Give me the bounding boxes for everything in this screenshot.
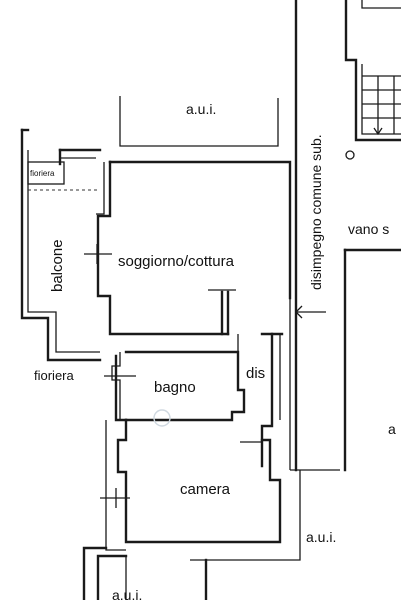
label-bagno: bagno xyxy=(154,379,196,396)
outer-walls xyxy=(20,128,102,362)
watermark-circle xyxy=(153,409,171,427)
fioriera-top-box xyxy=(27,161,100,191)
camera-walls xyxy=(100,418,282,551)
label-fioriera-top: fioriera xyxy=(30,169,55,178)
label-soggiorno: soggiorno/cottura xyxy=(118,253,235,270)
label-disimpegno: disimpegno comune sub. xyxy=(308,134,324,290)
label-balcone: balcone xyxy=(49,239,66,292)
stair-block xyxy=(343,0,401,252)
soggiorno-walls xyxy=(84,160,292,336)
label-a-right: a xyxy=(388,421,396,437)
bagno-walls xyxy=(104,332,284,468)
label-fioriera-bottom: fioriera xyxy=(34,368,75,383)
label-aui-bottom: a.u.i. xyxy=(112,587,142,600)
label-camera: camera xyxy=(180,481,231,498)
label-dis: dis xyxy=(246,365,265,382)
label-aui-right: a.u.i. xyxy=(306,529,336,545)
corridor-walls xyxy=(289,0,347,472)
label-vano: vano s xyxy=(348,221,389,237)
aui-top-boundary xyxy=(119,96,279,147)
bottom-boundaries xyxy=(82,470,301,600)
label-aui-top: a.u.i. xyxy=(186,101,216,117)
